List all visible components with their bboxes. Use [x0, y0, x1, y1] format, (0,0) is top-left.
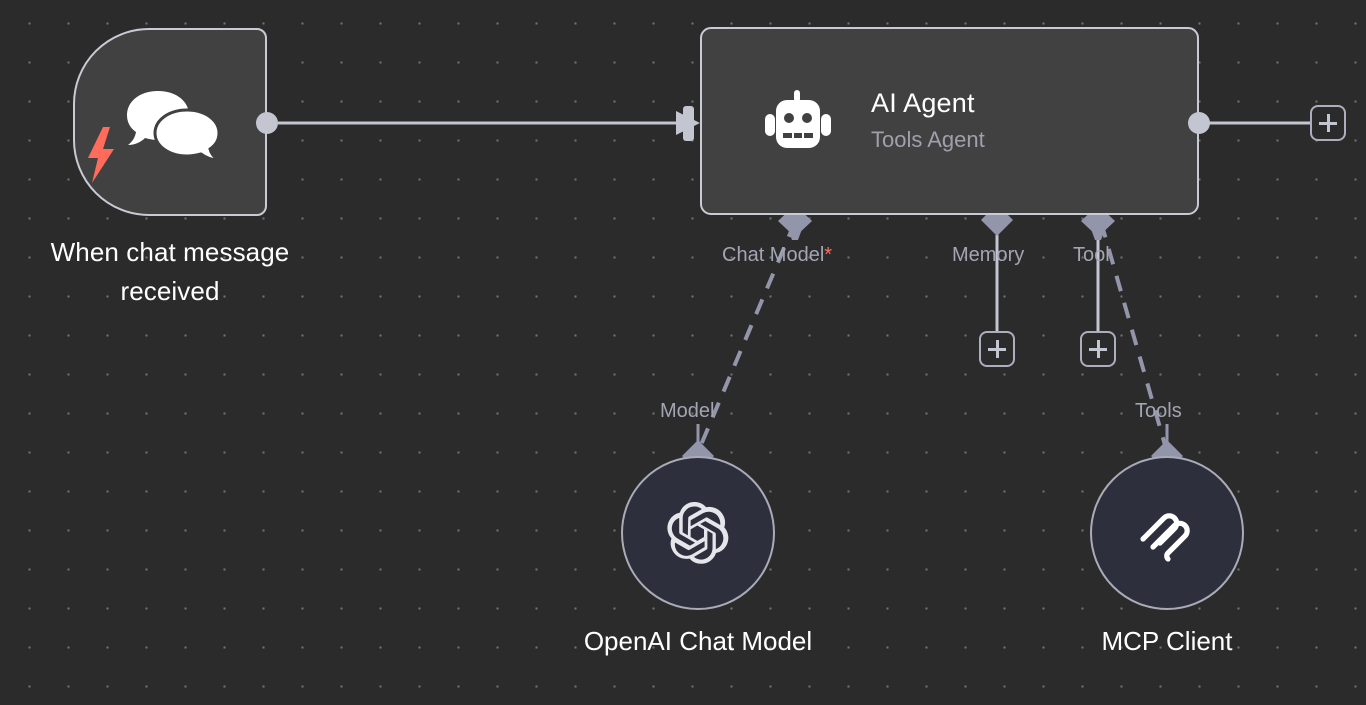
- port-label-openai-model-text: Model: [660, 400, 715, 422]
- port-label-mcp-tools: Tools: [1135, 399, 1182, 423]
- connector-label-memory: Memory: [952, 243, 1024, 267]
- node-ai-agent[interactable]: AI Agent Tools Agent: [700, 27, 1199, 215]
- agent-output-port[interactable]: [1188, 112, 1210, 134]
- add-memory-button[interactable]: [979, 331, 1015, 367]
- add-tool-button[interactable]: [1080, 331, 1116, 367]
- port-label-openai-model: Model: [660, 399, 714, 423]
- node-ai-agent-subtitle: Tools Agent: [871, 127, 985, 152]
- trigger-output-port[interactable]: [256, 112, 278, 134]
- node-openai-chat-model-label: OpenAI Chat Model: [583, 626, 813, 656]
- node-ai-agent-title: AI Agent: [871, 88, 975, 118]
- lightning-bolt-icon: [88, 127, 114, 183]
- connector-label-chat-model: Chat Model*: [722, 243, 832, 267]
- connector-label-tool: Tool: [1073, 243, 1110, 267]
- required-asterisk: *: [824, 244, 833, 266]
- openai-logo-icon: [667, 502, 729, 564]
- node-chat-trigger[interactable]: [73, 28, 267, 216]
- connector-label-chat-model-text: Chat Model: [722, 244, 825, 266]
- robot-icon: [765, 90, 831, 148]
- mcp-logo-icon: [1140, 513, 1190, 562]
- connector-label-tool-text: Tool: [1073, 244, 1110, 266]
- chat-bubbles-icon: [127, 91, 221, 162]
- connector-label-memory-text: Memory: [952, 244, 1025, 266]
- add-node-button-main-output[interactable]: [1310, 105, 1346, 141]
- node-mcp-client[interactable]: [1090, 456, 1244, 610]
- node-mcp-client-label: MCP Client: [1101, 626, 1233, 656]
- agent-input-port[interactable]: [683, 106, 694, 141]
- node-chat-trigger-label: When chat message received: [50, 237, 290, 306]
- port-label-mcp-tools-text: Tools: [1135, 400, 1182, 422]
- node-openai-chat-model[interactable]: [621, 456, 775, 610]
